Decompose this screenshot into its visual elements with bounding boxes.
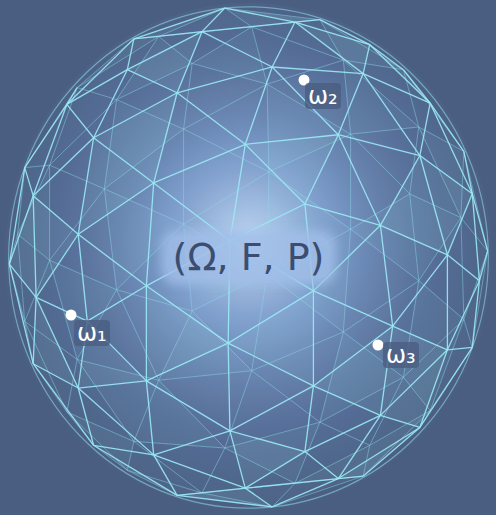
outcome-label: ω₁ — [74, 320, 110, 346]
point-dot — [66, 310, 77, 321]
outcome-label: ω₃ — [383, 342, 419, 368]
back-edges — [9, 8, 487, 507]
front-edges — [9, 8, 487, 507]
sphere-glow — [5, 3, 492, 512]
point-dot — [373, 340, 384, 351]
space-title: (Ω, F, P) — [167, 236, 331, 280]
front-faces — [9, 8, 487, 507]
outcome-label: ω₂ — [305, 83, 341, 109]
back-faces — [9, 8, 487, 507]
sample-space-sphere: (Ω, F, P) — [4, 2, 493, 513]
sphere-outline — [9, 7, 489, 508]
